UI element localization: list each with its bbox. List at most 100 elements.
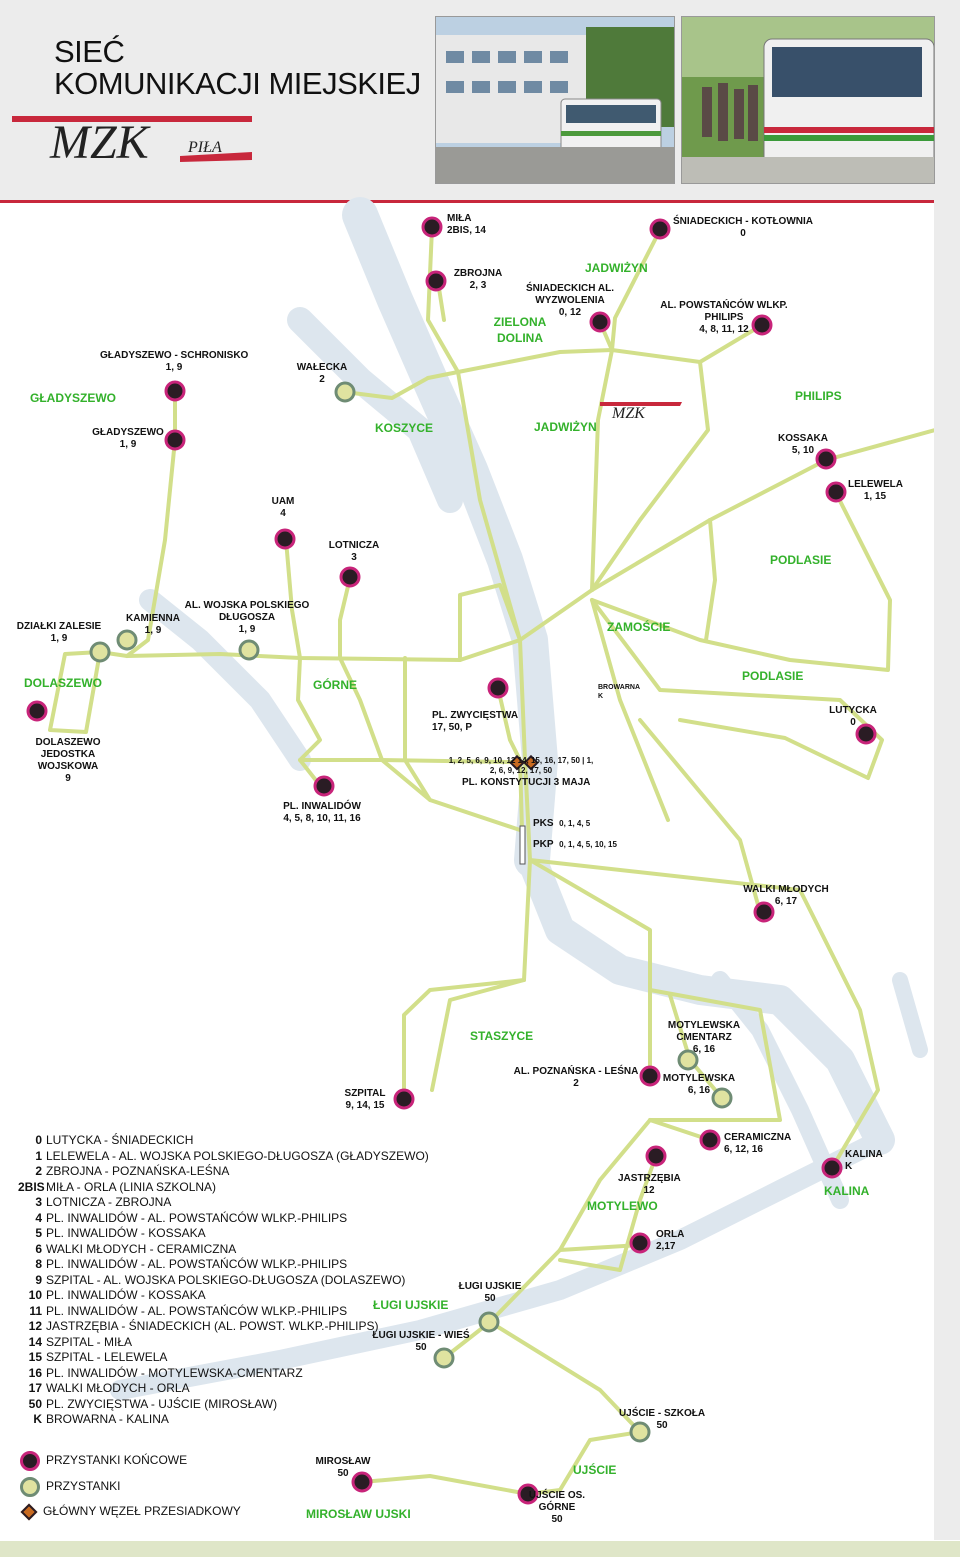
svg-text:MZK: MZK — [611, 405, 646, 422]
district-podlasie-north: PODLASIE — [770, 553, 832, 567]
pks-pkp-bar — [519, 825, 526, 865]
stop-lugi-ujskie[interactable] — [478, 1311, 500, 1333]
stop-mila[interactable] — [421, 216, 443, 238]
stop-szpital[interactable] — [393, 1088, 415, 1110]
stop-lugi-ujskie-wies[interactable] — [433, 1347, 455, 1369]
hub-diamond-west — [509, 754, 525, 771]
stop-ujscie-szkola[interactable] — [629, 1421, 651, 1443]
district-koszyce: KOSZYCE — [375, 421, 434, 435]
stop-philips[interactable] — [751, 314, 773, 336]
terminal-stops — [26, 216, 877, 1505]
transfer-hub-icon — [20, 1503, 38, 1521]
stop-walecka[interactable] — [334, 381, 356, 403]
key-terminal: PRZYSTANKI KOŃCOWE — [20, 1451, 187, 1471]
district-gorne: GÓRNE — [313, 678, 358, 692]
district-zamoscie: ZAMOŚCIE — [607, 620, 671, 634]
stop-uam[interactable] — [274, 528, 296, 550]
route-map: MZK — [26, 197, 934, 1505]
district-miroslaw-ujski: MIROSŁAW UJSKI — [306, 1507, 411, 1521]
label-pkp: PKP 0, 1, 4, 5, 10, 15 — [533, 839, 617, 850]
stop-ceramiczna[interactable] — [699, 1129, 721, 1151]
hub-diamond-east — [523, 754, 539, 771]
stop-kamienna[interactable] — [116, 629, 138, 651]
key-stop: PRZYSTANKI — [20, 1477, 120, 1497]
stop-kalina[interactable] — [821, 1157, 843, 1179]
stop-miroslaw[interactable] — [351, 1471, 373, 1493]
key-hub: GŁÓWNY WĘZEŁ PRZESIADKOWY — [20, 1503, 241, 1521]
stop-lelewela[interactable] — [825, 481, 847, 503]
regular-stops — [89, 381, 733, 1443]
stop-dzialki-zalesie[interactable] — [89, 641, 111, 663]
stop-icon — [20, 1477, 40, 1497]
stop-pl-zwyciestwa[interactable] — [487, 677, 509, 699]
district-kalina: KALINA — [824, 1184, 870, 1198]
photo-bus-stop — [681, 16, 935, 184]
stop-gladyszewo[interactable] — [164, 429, 186, 451]
svg-text:PIŁA: PIŁA — [187, 139, 222, 156]
stop-poznanska-lesna[interactable] — [639, 1065, 661, 1087]
district-jadwizyn-north: JADWIŻYN — [585, 261, 648, 275]
district-gladyszewo: GŁADYSZEWO — [30, 391, 116, 405]
route-lines — [48, 226, 934, 1496]
district-dolaszewo: DOLASZEWO — [24, 676, 102, 690]
stop-wojska-polskiego[interactable] — [238, 639, 260, 661]
district-motylewo: MOTYLEWO — [587, 1199, 658, 1213]
mzk-logo: MZK PIŁA — [12, 116, 252, 169]
stop-jastrzebia[interactable] — [645, 1145, 667, 1167]
stop-sniadeckich-kotlownia[interactable] — [649, 218, 671, 240]
stop-sniadeckich-wyzwolenia[interactable] — [589, 311, 611, 333]
stop-kossaka[interactable] — [815, 448, 837, 470]
district-ujscie: UJŚCIE — [573, 1463, 617, 1477]
stop-motylewska-cmentarz[interactable] — [677, 1049, 699, 1071]
stop-orla[interactable] — [629, 1232, 651, 1254]
stop-walki-mlodych[interactable] — [753, 901, 775, 923]
stop-gladyszewo-schronisko[interactable] — [164, 380, 186, 402]
legend-row: 2BISMIŁA - ORLA (LINIA SZKOLNA) — [18, 1179, 217, 1194]
district-philips: PHILIPS — [795, 389, 842, 403]
stop-dolaszewo-jw[interactable] — [26, 700, 48, 722]
stop-ujscie-os-gorne[interactable] — [517, 1483, 539, 1505]
stop-zbrojna[interactable] — [425, 270, 447, 292]
stop-lotnicza[interactable] — [339, 566, 361, 588]
stop-lutycka[interactable] — [855, 723, 877, 745]
stop-motylewska[interactable] — [711, 1087, 733, 1109]
svg-text:MZK: MZK — [49, 116, 152, 169]
map-logo-small: MZK — [600, 402, 682, 422]
stop-pl-inwalidow[interactable] — [313, 775, 335, 797]
